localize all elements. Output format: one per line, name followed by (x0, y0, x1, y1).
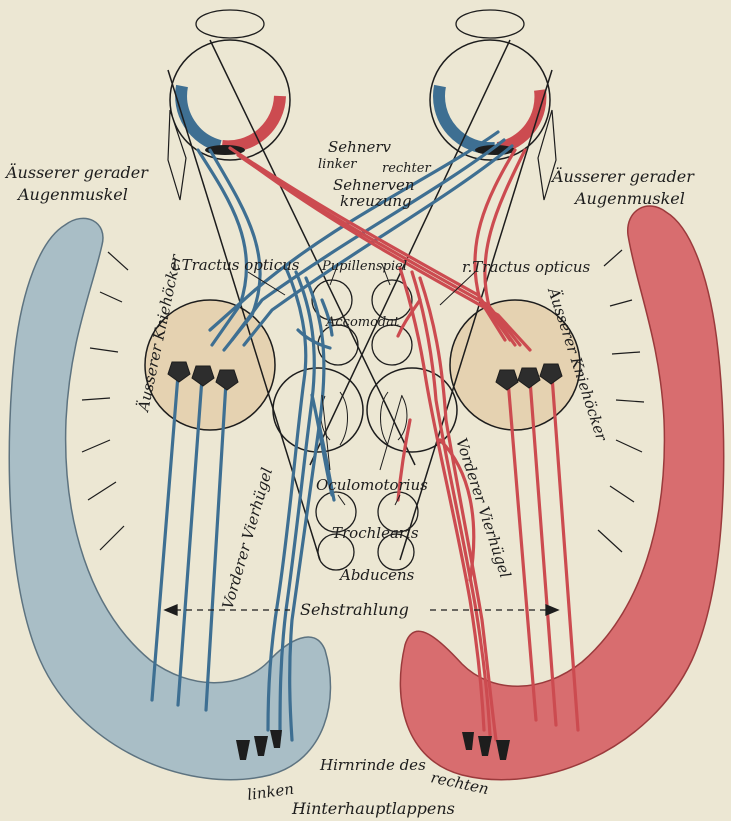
label-hirnrinde: Hirnrinde des (319, 756, 426, 774)
label-vierhugel-left: Vorderer Vierhügel (219, 465, 277, 611)
label-tractus-left: l.Tractus opticus (172, 256, 300, 274)
label-pupillenspiel: Pupillenspiel (321, 259, 407, 274)
label-abducens: Abducens (338, 566, 415, 584)
label-hinterhaupt: Hinterhauptlappens (291, 799, 455, 818)
label-trochlearis: Trochlearis (332, 524, 419, 542)
label-right-muscle-1: Äusserer gerader (550, 166, 695, 186)
label-accomodat: Accomodat (325, 315, 400, 330)
label-sehstrahlung: Sehstrahlung (300, 600, 409, 619)
label-sehnerv: Sehnerv (328, 138, 392, 156)
right-cortex-radial-lines (598, 250, 644, 552)
left-cortex-radial-lines (82, 252, 128, 550)
label-oculomotorius: Oculomotorius (316, 476, 428, 494)
label-sehnerv-rechts: rechter (382, 161, 431, 176)
label-linken: linken (246, 780, 295, 804)
label-tractus-right: r.Tractus opticus (462, 258, 590, 276)
label-chiasma-2: kreuzung (340, 192, 412, 210)
left-pathway-fibres (152, 132, 512, 740)
label-left-muscle-1: Äusserer gerader (4, 162, 149, 182)
left-eye (170, 10, 290, 160)
label-left-muscle-2: Augenmuskel (16, 185, 128, 204)
label-sehnerv-links: linker (318, 157, 357, 172)
label-right-muscle-2: Augenmuskel (573, 189, 685, 208)
right-colliculus-inner-mark (381, 392, 407, 445)
